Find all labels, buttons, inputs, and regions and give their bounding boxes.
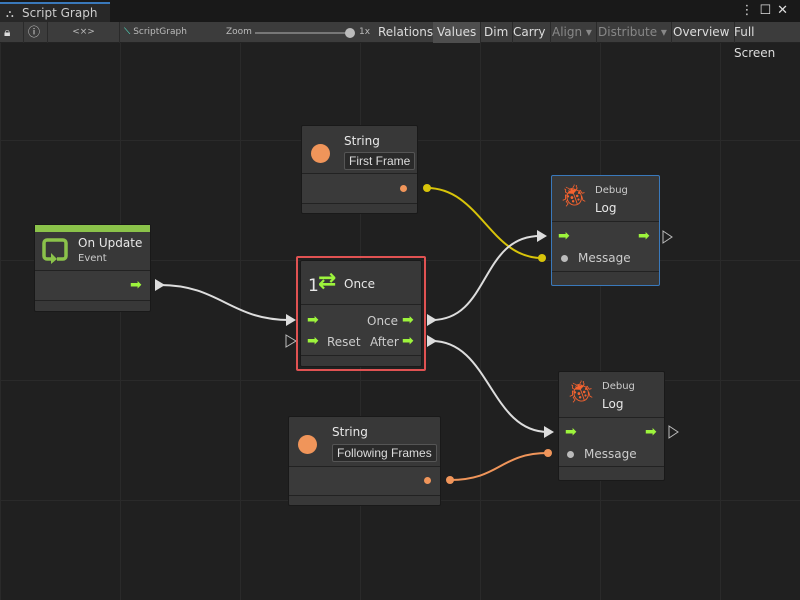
flow-arrow-icon: ➡: [402, 312, 414, 328]
selection-outline: [296, 256, 426, 371]
wire-string2-message: [449, 452, 549, 481]
tab-bar: ⛬Script Graph ⋮☐✕: [0, 0, 800, 22]
close-icon[interactable]: ✕: [777, 3, 794, 18]
zoom-value: 1x: [359, 27, 371, 37]
wire-once-log1: [431, 235, 541, 321]
hierarchy-icon: ⛬: [6, 7, 14, 20]
loop-icon: ⇄: [318, 269, 337, 294]
zoom-label: Zoom: [226, 27, 252, 37]
string-node-first-frame[interactable]: String First Frame: [301, 125, 418, 214]
distribute-dropdown[interactable]: Distribute ▾: [594, 22, 672, 43]
once-node[interactable]: 1 ⇄ Once ➡ Once ➡ ➡ Reset After ➡: [300, 260, 422, 367]
flow-port-after-out: [427, 335, 437, 347]
code-button[interactable]: <×>: [48, 22, 120, 43]
tab-script-graph[interactable]: ⛬Script Graph: [0, 2, 110, 22]
info-icon: ⓘ: [28, 25, 41, 39]
flow-port-once-in: [286, 314, 296, 326]
flow-arrow-icon: ➡: [130, 277, 142, 293]
graph-breadcrumb[interactable]: ⟍ ScriptGraph: [124, 27, 187, 37]
maximize-icon[interactable]: ☐: [759, 3, 778, 18]
flow-port-log2-in: [544, 426, 554, 438]
update-icon: [42, 238, 68, 264]
wire-endpoint: [544, 449, 552, 457]
align-dropdown[interactable]: Align ▾: [548, 22, 597, 43]
flow-port-log1-out: [662, 230, 673, 244]
string-icon: [311, 144, 330, 163]
graph-icon: ⟍: [124, 27, 131, 37]
kebab-icon[interactable]: ⋮: [740, 3, 760, 18]
flow-arrow-icon: ➡: [565, 424, 577, 440]
dim-button[interactable]: Dim: [480, 22, 514, 43]
wire-after-log2: [431, 340, 549, 433]
info-button[interactable]: ⓘ: [24, 22, 48, 43]
string-icon: [298, 435, 317, 454]
lock-icon: 🔒︎: [4, 25, 11, 39]
flow-arrow-icon: ➡: [402, 333, 414, 349]
debug-log-node-1[interactable]: 🐞︎ Debug Log ➡ ➡ Message: [551, 175, 660, 286]
flow-arrow-icon: ➡: [307, 312, 319, 328]
values-button[interactable]: Values: [433, 22, 482, 43]
string-node-following-frames[interactable]: String Following Frames: [288, 416, 441, 506]
flow-arrow-icon: ➡: [558, 228, 570, 244]
message-port[interactable]: [561, 255, 568, 262]
flow-port-log1-in: [537, 230, 547, 242]
bug-icon: 🐞︎: [560, 184, 588, 209]
bug-icon: 🐞︎: [567, 380, 595, 405]
message-port[interactable]: [567, 451, 574, 458]
toolbar: 🔒︎ ⓘ <×> ⟍ ScriptGraph Zoom 1x Relations…: [0, 22, 800, 60]
zoom-slider[interactable]: [255, 32, 350, 34]
wire-endpoint: [538, 254, 546, 262]
string-value-input[interactable]: First Frame: [344, 152, 416, 170]
flow-port-log2-out: [668, 425, 679, 439]
wire-endpoint: [423, 184, 431, 192]
on-update-node[interactable]: On Update Event ➡: [34, 224, 151, 312]
wire-endpoint: [446, 476, 454, 484]
wire-string1-message: [426, 187, 543, 259]
flow-arrow-icon: ➡: [638, 228, 650, 244]
string-output-port[interactable]: [400, 185, 407, 192]
zoom-slider-handle[interactable]: [345, 28, 355, 38]
flow-port-reset-in: [285, 334, 297, 348]
wire-update-once: [159, 284, 291, 321]
flow-arrow-icon: ➡: [645, 424, 657, 440]
lock-button[interactable]: 🔒︎: [0, 22, 24, 43]
debug-log-node-2[interactable]: 🐞︎ Debug Log ➡ ➡ Message: [558, 371, 665, 481]
flow-port-update-out: [155, 279, 165, 291]
string-output-port[interactable]: [424, 477, 431, 484]
flow-port-once-out: [427, 314, 437, 326]
carry-button[interactable]: Carry: [509, 22, 551, 43]
string-value-input[interactable]: Following Frames: [332, 444, 437, 462]
flow-arrow-icon: ➡: [307, 333, 319, 349]
overview-button[interactable]: Overview: [669, 22, 735, 43]
